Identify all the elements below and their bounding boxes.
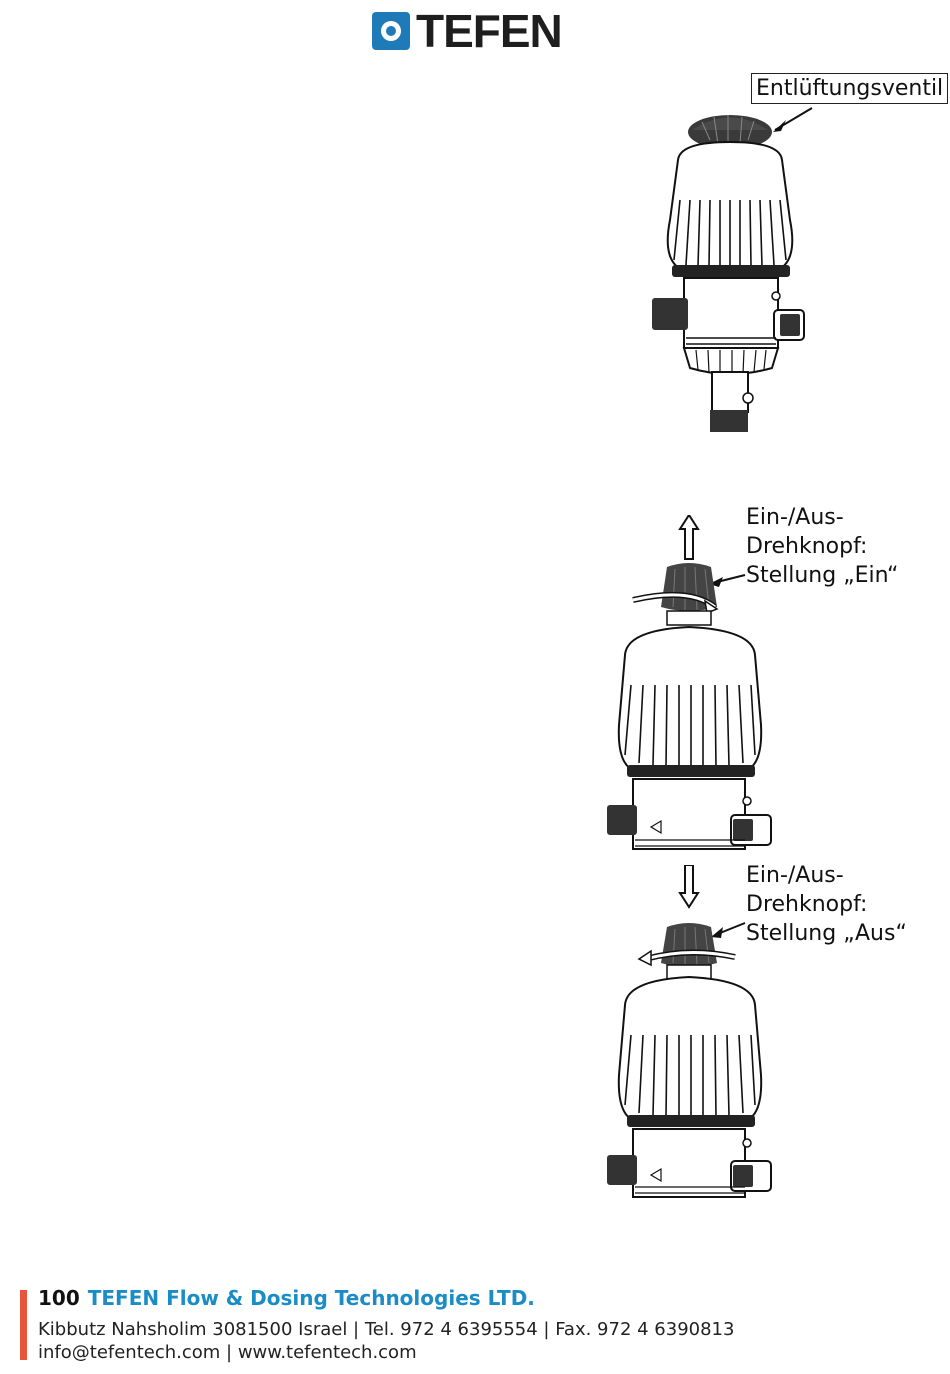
footer-address: Kibbutz Nahsholim 3081500 Israel | Tel. … (38, 1319, 734, 1340)
company-name: TEFEN Flow & Dosing Technologies LTD. (88, 1286, 535, 1310)
tefen-logo: TEFEN (372, 10, 562, 52)
footer-contact: info@tefentech.com | www.tefentech.com (38, 1342, 417, 1363)
page-number: 100 (38, 1286, 80, 1310)
footer-accent-bar (20, 1290, 27, 1360)
pump-vent-illustration (640, 100, 880, 435)
tefen-logo-icon (372, 12, 410, 50)
logo-text: TEFEN (416, 10, 562, 52)
pump-knob-on-illustration (605, 515, 780, 855)
footer-title: 100 TEFEN Flow & Dosing Technologies LTD. (38, 1286, 535, 1310)
pump-knob-off-illustration (605, 865, 780, 1205)
